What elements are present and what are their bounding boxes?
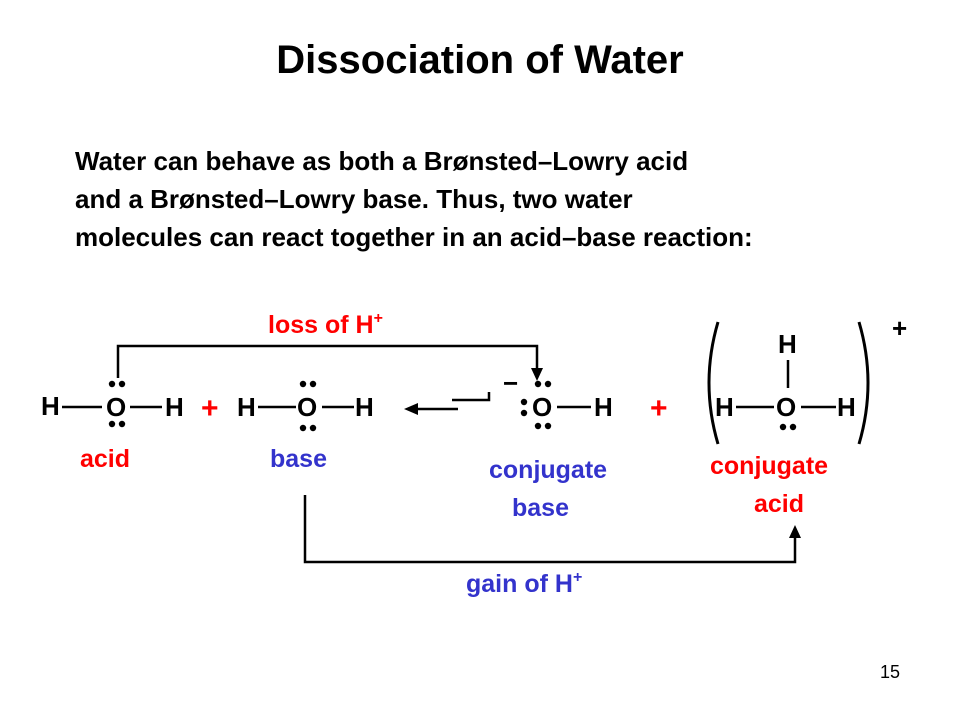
atom-o: O xyxy=(297,392,317,422)
atom-h: H xyxy=(594,392,613,422)
atom-h: H xyxy=(41,391,60,421)
hydronium-ion: H H O H + xyxy=(707,313,907,445)
water-molecule-base: H O H xyxy=(237,380,374,432)
page-number: 15 xyxy=(879,662,900,682)
atom-o: O xyxy=(532,392,552,422)
atom-h: H xyxy=(355,392,374,422)
atom-h: H xyxy=(237,392,256,422)
atom-h: H xyxy=(165,392,184,422)
minus-charge: − xyxy=(503,368,518,398)
plus-sign: + xyxy=(650,392,668,425)
label-acid: acid xyxy=(80,445,130,473)
intro-line-2: and a Brønsted–Lowry base. Thus, two wat… xyxy=(75,184,633,214)
label-conjugate-acid-line-2: acid xyxy=(754,490,804,518)
intro-line-1: Water can behave as both a Brønsted–Lowr… xyxy=(75,146,689,176)
atom-h: H xyxy=(837,392,856,422)
label-conjugate-base-line-2: base xyxy=(512,494,569,522)
equilibrium-arrow xyxy=(404,392,491,415)
gain-of-proton-arrow xyxy=(303,495,801,564)
label-conjugate-base-line-1: conjugate xyxy=(489,456,607,484)
atom-h: H xyxy=(715,392,734,422)
atom-h: H xyxy=(778,329,797,359)
atom-o: O xyxy=(106,392,126,422)
slide-title: Dissociation of Water xyxy=(276,38,684,82)
hydroxide-ion: − O H xyxy=(503,368,613,430)
plus-charge: + xyxy=(892,313,907,343)
gain-of-proton-label: gain of H+ xyxy=(466,569,582,598)
intro-paragraph: Water can behave as both a Brønsted–Lowr… xyxy=(75,142,935,256)
label-base: base xyxy=(270,445,327,473)
water-molecule-acid: H O H xyxy=(41,380,184,428)
label-conjugate-acid-line-1: conjugate xyxy=(710,452,828,480)
intro-line-3: molecules can react together in an acid–… xyxy=(75,222,753,252)
loss-of-proton-label: loss of H+ xyxy=(268,310,383,339)
atom-o: O xyxy=(776,392,796,422)
plus-sign: + xyxy=(201,392,219,425)
loss-of-proton-arrow xyxy=(116,344,543,381)
